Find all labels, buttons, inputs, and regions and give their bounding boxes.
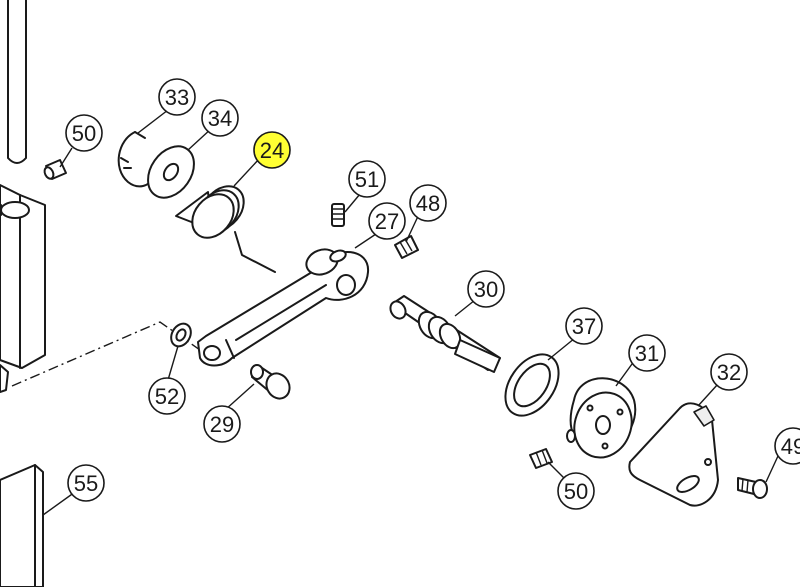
washer-52 [170,322,192,348]
center-line [11,321,201,387]
callout-55: 55 [67,464,105,502]
plate-55 [0,464,44,587]
callout-55-label: 55 [74,471,98,496]
callout-50-bottom: 50 [557,472,595,510]
callout-32-label: 32 [717,360,741,385]
vertical-rod [7,0,27,164]
callout-30: 30 [467,270,505,308]
washer-37 [504,353,560,417]
callout-51: 51 [348,160,386,198]
callout-50-top: 50 [65,114,103,152]
callout-24-label: 24 [260,138,284,163]
collar-31 [566,377,637,459]
callout-31-label: 31 [635,341,659,366]
callout-37: 37 [565,307,603,345]
callout-33-label: 33 [165,85,189,110]
e-ring-33 [117,131,153,188]
callout-52: 52 [148,377,186,415]
callout-48: 48 [409,184,447,222]
cam-plate-32 [628,402,719,507]
callout-51-label: 51 [355,167,379,192]
callout-48-label: 48 [416,191,440,216]
callout-24: 24 [253,131,291,169]
frame-block [0,184,46,393]
washer-34 [147,145,195,199]
callout-34-label: 34 [208,106,232,131]
callout-50-bottom-label: 50 [564,479,588,504]
pin-29 [250,364,291,400]
callout-52-label: 52 [155,384,179,409]
screw-49 [737,477,768,499]
set-screw-51 [331,203,345,227]
callout-31: 31 [628,334,666,372]
callout-37-label: 37 [572,314,596,339]
callout-29: 29 [203,405,241,443]
set-screw-50-bottom [529,448,553,469]
callout-27: 27 [368,202,406,240]
leader-lines [42,109,779,516]
callout-29-label: 29 [210,412,234,437]
callout-33: 33 [158,78,196,116]
callout-27-label: 27 [375,209,399,234]
callout-34: 34 [201,99,239,137]
callout-30-label: 30 [474,277,498,302]
arm-27 [197,248,370,367]
callout-49: 49 [774,427,800,465]
shaft-30 [389,295,501,373]
callout-50-top-label: 50 [72,121,96,146]
spring-24 [175,185,276,273]
callout-32: 32 [710,353,748,391]
callout-49-label: 49 [781,434,800,459]
